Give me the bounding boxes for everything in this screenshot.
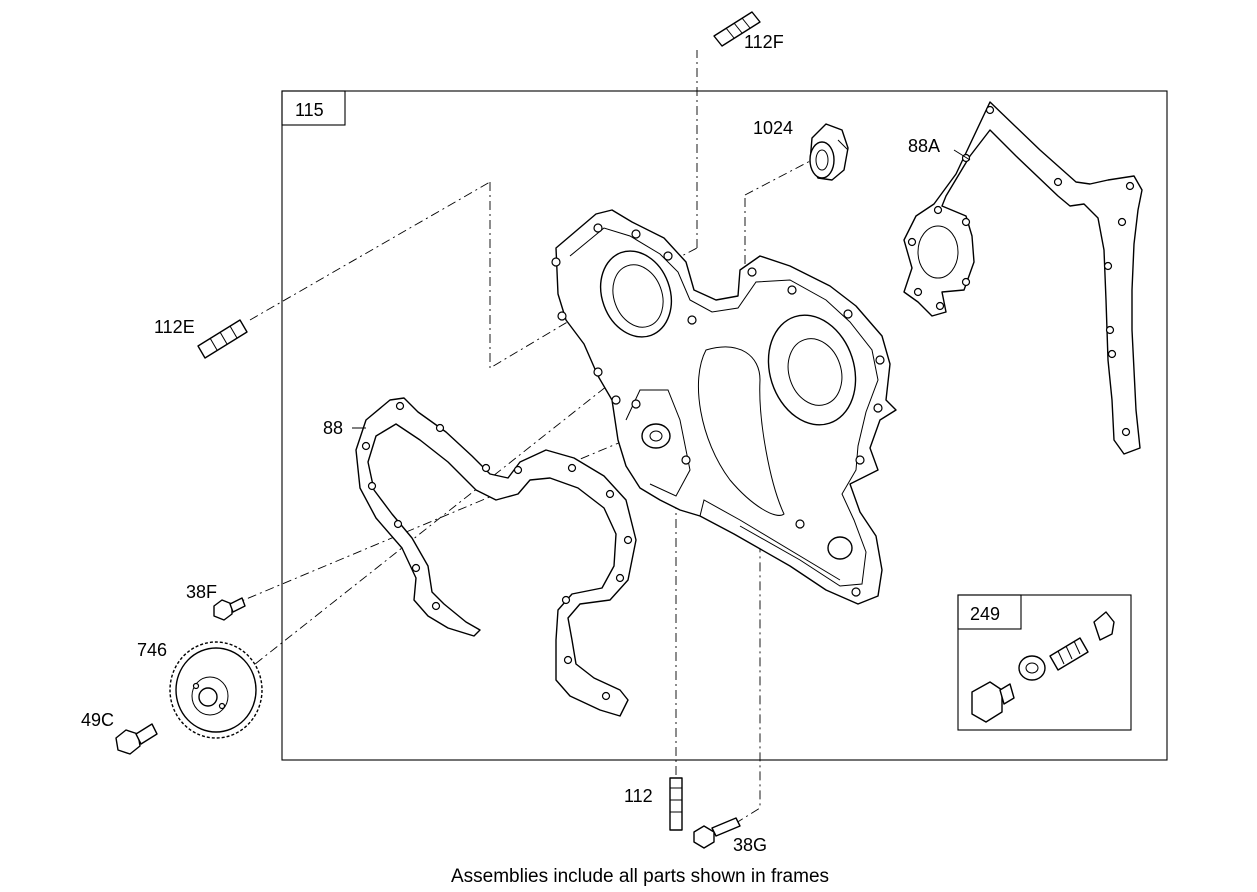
gasket-88A	[903, 101, 1143, 455]
timing-cover-housing	[551, 209, 897, 605]
callout-88A: 88A	[908, 136, 940, 156]
frame-249: 249	[957, 594, 1132, 731]
gear-746	[169, 641, 263, 739]
callout-88: 88	[323, 418, 343, 438]
callout-1024: 1024	[753, 118, 793, 138]
seal-1024	[809, 123, 849, 181]
callout-38G: 38G	[733, 835, 767, 855]
bolt-38G	[693, 817, 741, 849]
relief-valve-parts-249	[971, 611, 1115, 723]
bolt-38F	[213, 597, 246, 621]
frame-115: 115	[281, 90, 1168, 761]
stud-112E	[197, 319, 248, 359]
diagram-caption: Assemblies include all parts shown in fr…	[451, 866, 829, 887]
callout-38F: 38F	[186, 582, 217, 602]
callout-746: 746	[137, 640, 167, 660]
callout-49C: 49C	[81, 710, 114, 730]
frame-115-label: 115	[295, 100, 324, 120]
stud-112	[669, 777, 683, 831]
callout-labels: 112F 1024 88A 112E 88 38F 746 49C 112 38…	[81, 32, 940, 855]
gasket-88	[355, 397, 637, 717]
bolt-49C	[115, 723, 158, 755]
frame-249-label: 249	[970, 604, 1000, 624]
callout-112E: 112E	[154, 317, 195, 337]
callout-112: 112	[624, 786, 653, 806]
callout-leaders	[352, 139, 971, 429]
stud-112F	[713, 11, 761, 47]
callout-112F: 112F	[744, 32, 784, 52]
